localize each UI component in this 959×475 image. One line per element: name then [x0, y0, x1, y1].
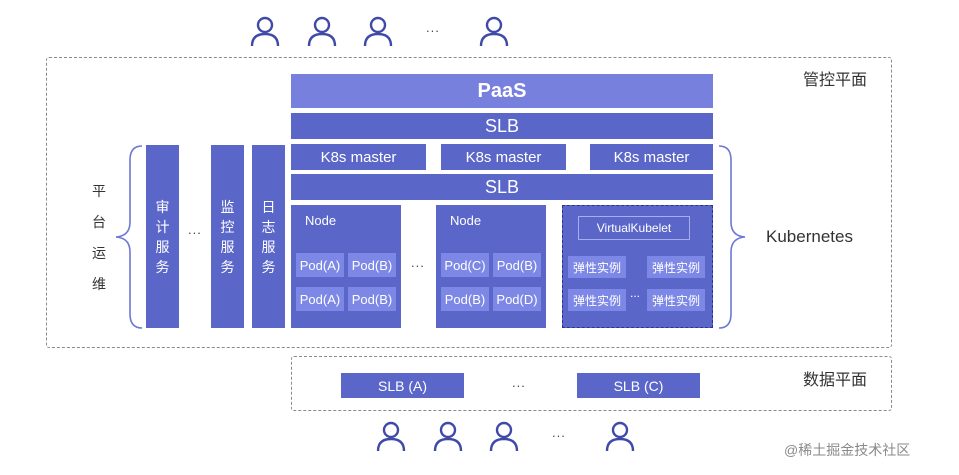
- monitor-service: 监控 服务: [211, 145, 244, 328]
- data-plane-label: 数据平面: [803, 372, 868, 389]
- log-service: 日志 服务: [252, 145, 285, 328]
- elastic-instance: 弹性实例: [568, 289, 626, 311]
- control-plane-label: 管控平面: [803, 72, 868, 89]
- pod: Pod(C): [441, 253, 489, 277]
- watermark: @稀土掘金技术社区: [784, 442, 911, 458]
- virtual-dots: ...: [630, 286, 641, 300]
- node-2: Node Pod(C) Pod(B) Pod(B) Pod(D): [436, 205, 546, 328]
- slb-a-block: SLB (A): [341, 373, 464, 398]
- slb-c-block: SLB (C): [577, 373, 700, 398]
- pod: Pod(B): [348, 253, 396, 277]
- paas-block: PaaS: [291, 74, 713, 108]
- services-dots: ...: [188, 222, 202, 237]
- data-plane-border: [291, 356, 892, 411]
- user-icon: [603, 419, 637, 453]
- pod: Pod(B): [441, 287, 489, 311]
- pod: Pod(D): [493, 287, 541, 311]
- kubernetes-brace: [718, 145, 746, 329]
- platform-ops-brace: [115, 145, 143, 329]
- data-slb-dots: ...: [512, 375, 526, 390]
- slb-middle-block: SLB: [291, 174, 713, 200]
- user-icon: [487, 419, 521, 453]
- user-icon: [374, 419, 408, 453]
- elastic-instance: 弹性实例: [647, 256, 705, 278]
- k8s-master-1: K8s master: [291, 144, 426, 170]
- elastic-instance: 弹性实例: [647, 289, 705, 311]
- users-top-dots: ...: [426, 20, 440, 35]
- user-icon: [305, 14, 339, 48]
- user-icon: [431, 419, 465, 453]
- elastic-instance: 弹性实例: [568, 256, 626, 278]
- audit-service: 审计 服务: [146, 145, 179, 328]
- kubernetes-label: Kubernetes: [766, 227, 853, 246]
- control-plane-border: [46, 57, 892, 348]
- k8s-master-2: K8s master: [441, 144, 566, 170]
- user-icon: [248, 14, 282, 48]
- virtual-node: VirtualKubelet 弹性实例 弹性实例 弹性实例 ... 弹性实例: [562, 205, 713, 328]
- virtual-kubelet-box: VirtualKubelet: [578, 216, 690, 240]
- node-label: Node: [450, 213, 482, 228]
- users-bottom-dots: ...: [552, 425, 566, 440]
- nodes-dots: ...: [411, 255, 425, 270]
- pod: Pod(B): [348, 287, 396, 311]
- pod: Pod(B): [493, 253, 541, 277]
- k8s-master-3: K8s master: [590, 144, 713, 170]
- user-icon: [477, 14, 511, 48]
- platform-ops-label: 平 台 运 维: [92, 183, 106, 292]
- slb-top-block: SLB: [291, 113, 713, 139]
- user-icon: [361, 14, 395, 48]
- pod: Pod(A): [296, 253, 344, 277]
- pod: Pod(A): [296, 287, 344, 311]
- node-1: Node Pod(A) Pod(B) Pod(A) Pod(B): [291, 205, 401, 328]
- node-label: Node: [305, 213, 337, 228]
